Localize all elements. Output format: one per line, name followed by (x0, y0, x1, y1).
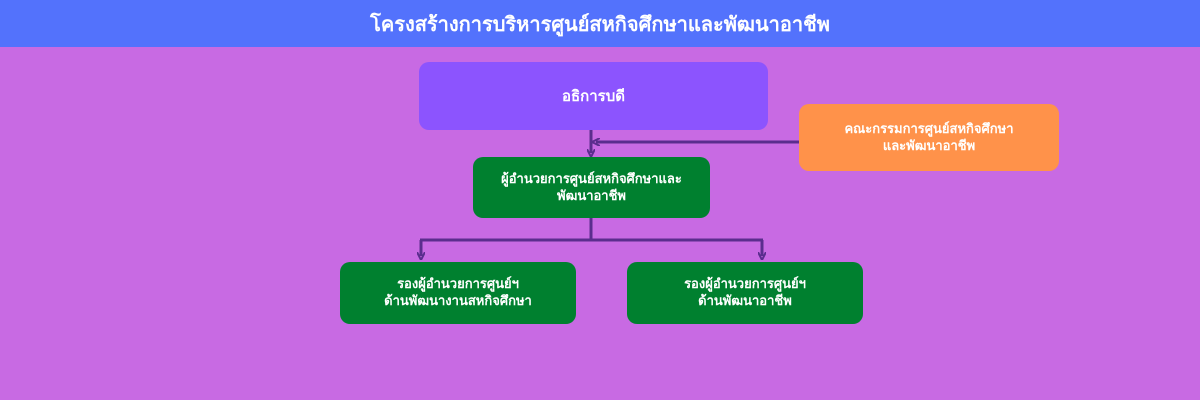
node-head-line-2: พัฒนาอาชีพ (557, 188, 626, 204)
node-director: อธิการบดี (419, 62, 768, 130)
node-committee-line-2: และพัฒนาอาชีพ (882, 138, 976, 154)
page-title: โครงสร้างการบริหารศูนย์สหกิจศึกษาและพัฒน… (0, 0, 1200, 47)
node-deputy-left-line-1: รองผู้อำนวยการศูนย์ฯ (397, 277, 519, 292)
node-director-line-1: อธิการบดี (562, 86, 625, 105)
node-deputy-right: รองผู้อำนวยการศูนย์ฯ ด้านพัฒนาอาชีพ (627, 262, 863, 324)
node-deputy-right-line-1: รองผู้อำนวยการศูนย์ฯ (684, 277, 806, 292)
node-head: ผู้อำนวยการศูนย์สหกิจศึกษาและ พัฒนาอาชีพ (473, 157, 710, 218)
node-deputy-right-line-2: ด้านพัฒนาอาชีพ (698, 294, 792, 309)
node-committee-line-1: คณะกรรมการศูนย์สหกิจศึกษา (844, 121, 1014, 137)
node-deputy-left-line-2: ด้านพัฒนางานสหกิจศึกษา (384, 294, 532, 309)
node-committee: คณะกรรมการศูนย์สหกิจศึกษา และพัฒนาอาชีพ (799, 104, 1059, 171)
node-head-line-1: ผู้อำนวยการศูนย์สหกิจศึกษาและ (501, 171, 682, 187)
node-deputy-left: รองผู้อำนวยการศูนย์ฯ ด้านพัฒนางานสหกิจศึ… (340, 262, 576, 324)
